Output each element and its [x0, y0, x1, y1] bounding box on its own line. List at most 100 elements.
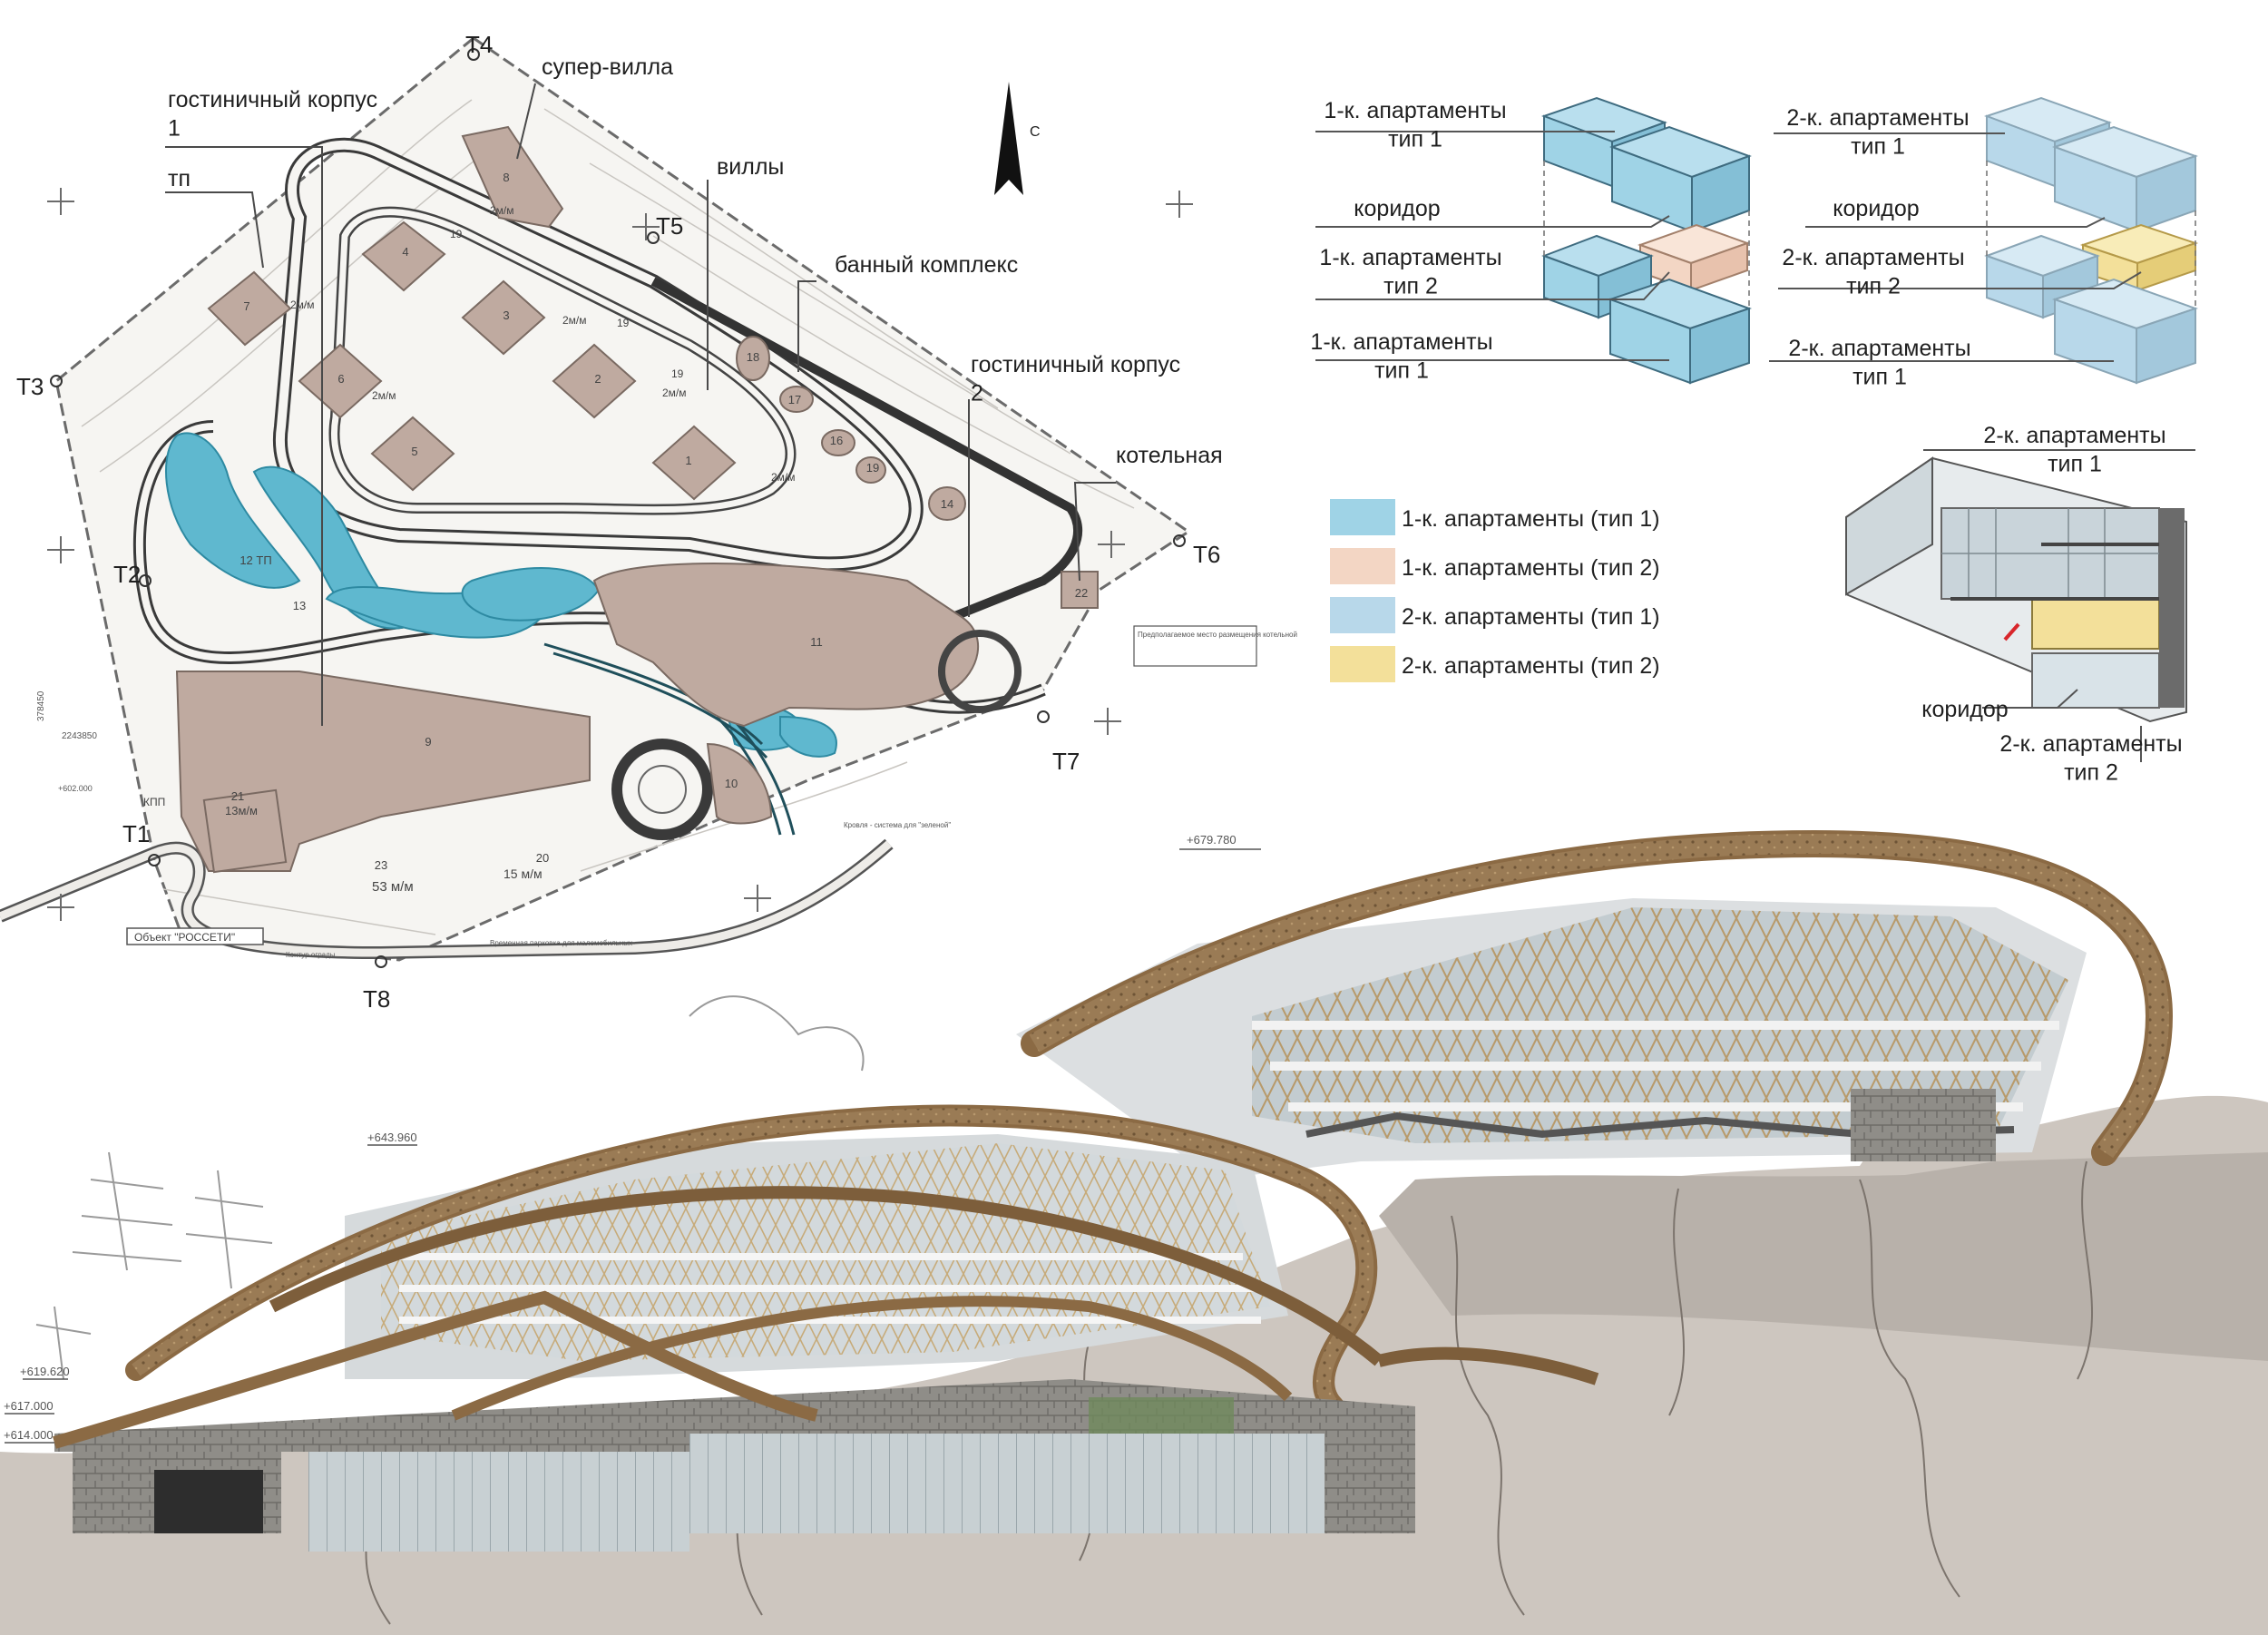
- point-t6: Т6: [1193, 541, 1220, 568]
- building-number: 19: [866, 461, 879, 475]
- building-number: 18: [747, 350, 759, 364]
- point-t3: Т3: [16, 373, 44, 400]
- plan-labels: Т4 Т5 Т3 Т2 Т1 Т8 Т7 Т6 С гостиничный ко…: [16, 31, 1223, 1013]
- elevation: [0, 829, 2268, 1635]
- parking-note: Временная парковка для маломобильных: [490, 939, 632, 947]
- villa-6: [298, 343, 383, 419]
- two-room-stack: [1983, 96, 2199, 385]
- building-number: 21: [231, 789, 244, 803]
- label-bath-complex: банный комплекс: [835, 252, 1018, 278]
- apartment-diagrams: [1315, 96, 2199, 762]
- building-number: 12 ТП: [240, 553, 271, 567]
- villa-5: [370, 416, 455, 492]
- super-villa: [461, 125, 564, 229]
- section-perspective: [1845, 456, 2187, 723]
- point-t7: Т7: [1052, 748, 1080, 775]
- elev-mark-619: +619.620: [20, 1365, 70, 1378]
- villa-parking-3: 2м/м: [562, 314, 587, 327]
- site-plan: [0, 36, 1193, 968]
- building-number: 23: [375, 858, 387, 872]
- elev-mark-643: +643.960: [367, 1131, 417, 1144]
- building-number: 6: [337, 372, 344, 386]
- point-t1: Т1: [122, 820, 150, 847]
- building-number: 16: [830, 434, 843, 447]
- road-east: [650, 277, 1083, 640]
- diag-left-corridor: коридор: [1354, 196, 1440, 221]
- leaders: [165, 83, 1116, 726]
- fence-note: Контур ограды: [286, 951, 336, 959]
- boiler-note: Предполагаемое место размещения котельно…: [1133, 625, 1297, 667]
- building-number: 1: [685, 454, 691, 467]
- villa-count-2: 19: [671, 367, 684, 380]
- water-ponds: [165, 432, 837, 758]
- building-number: 4: [402, 245, 408, 259]
- point-t8: Т8: [363, 985, 390, 1013]
- villa-4: [361, 220, 446, 292]
- rosseti-tag: Объект "РОССЕТИ": [126, 927, 264, 945]
- point-t5: Т5: [656, 212, 683, 240]
- section-corridor-label: коридор: [1921, 697, 2008, 722]
- grid-crosses: [47, 188, 1193, 921]
- legend-label-3: 2-к. апартаменты (тип 1): [1402, 604, 1660, 630]
- label-boiler: котельная: [1116, 443, 1223, 468]
- roundabout: [611, 739, 713, 840]
- villa-1: [651, 425, 737, 501]
- legend-swatch-3: [1330, 597, 1395, 633]
- legend: 1-к. апартаменты (тип 1) 1-к. апартаменты…: [1330, 499, 1660, 682]
- plan-notes: 13м/м 53 м/м 15 м/м 2м/м 2м/м 2м/м 2м/м …: [36, 204, 1297, 959]
- parking-23-count: 53 м/м: [372, 879, 414, 895]
- bridge-lines: [543, 642, 796, 836]
- bath-pavilions: [736, 336, 966, 521]
- villa-3: [461, 279, 546, 356]
- legend-label-1: 1-к. апартаменты (тип 1): [1402, 506, 1660, 532]
- building-number: 10: [725, 777, 738, 790]
- elevation-marks: +679.780 +643.960 +619.620 +617.000 +614…: [4, 833, 1237, 1442]
- podium: [53, 1290, 1415, 1552]
- svg-text:Предполагаемое место размещени: Предполагаемое место размещения котельно…: [1138, 631, 1297, 639]
- building-number: 2: [594, 372, 601, 386]
- north-label: С: [1030, 124, 1041, 140]
- building-number: 9: [425, 735, 431, 749]
- building-number: 11: [810, 635, 823, 649]
- villa-parking-1: 2м/м: [490, 204, 514, 217]
- label-kpp: КПП: [143, 796, 165, 808]
- legend-label-2: 1-к. апартаменты (тип 2): [1402, 555, 1660, 581]
- building-number: 22: [1075, 586, 1088, 600]
- label-tp: тп: [168, 166, 191, 191]
- building-number: 17: [788, 393, 801, 406]
- building-number: 3: [503, 308, 509, 322]
- villa-parking-5: 2м/м: [771, 471, 796, 484]
- point-t4: Т4: [465, 31, 493, 58]
- legend-swatch-2: [1330, 548, 1395, 584]
- svg-text:Объект "РОССЕТИ": Объект "РОССЕТИ": [134, 931, 235, 944]
- label-super-villa: супер-вилла: [542, 54, 673, 80]
- legend-label-4: 2-к. апартаменты (тип 2): [1402, 653, 1660, 679]
- villa-count-1: 19: [450, 228, 463, 240]
- parking-21-count: 13м/м: [225, 804, 258, 818]
- north-arrow-icon: [994, 82, 1023, 195]
- building-number: 14: [941, 497, 953, 511]
- mark-602: +602.000: [58, 784, 93, 793]
- elev-mark-614: +614.000: [4, 1428, 54, 1442]
- villa-2: [552, 343, 637, 419]
- one-room-stack: [1541, 96, 1753, 385]
- villa-7: [207, 270, 292, 347]
- building-number: 5: [411, 445, 417, 458]
- coordinate-1: 378450: [36, 690, 46, 721]
- villa-count-3: 19: [617, 317, 630, 329]
- parking-20-count: 15 м/м: [503, 866, 543, 881]
- building-number: 8: [503, 171, 509, 184]
